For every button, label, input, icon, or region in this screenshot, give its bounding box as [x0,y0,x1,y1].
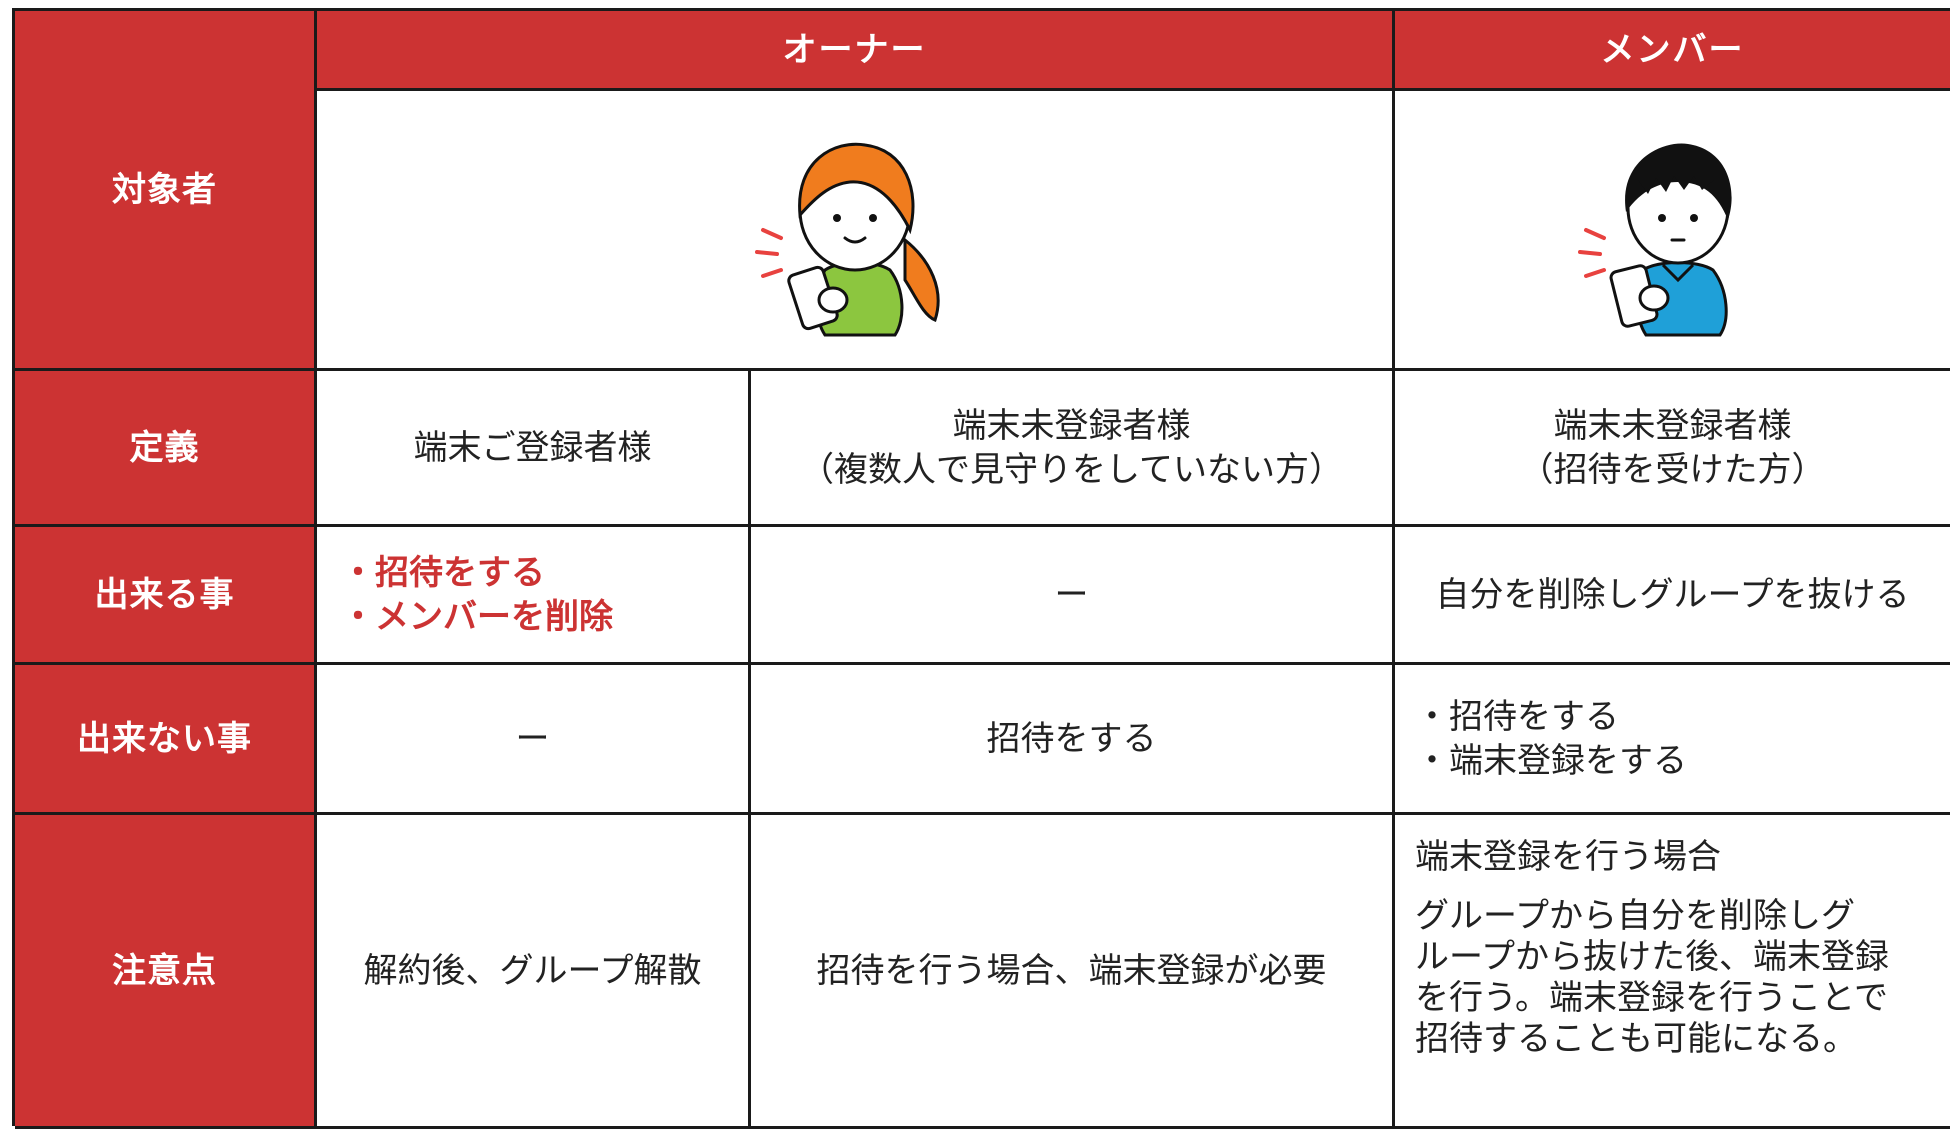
notes-member-line4: 招待することも可能になる。 [1415,1019,1857,1059]
boy-with-smartphone-icon [1577,143,1732,336]
cannot-member: ・招待をする ・端末登録をする [1395,665,1950,815]
definition-owner-unregistered-line1: 端末未登録者様 [952,405,1191,446]
notes-member: 端末登録を行う場合 グループから自分を削除しグ ループから抜けた後、端末登録 を… [1395,815,1950,1129]
column-header-owner: オーナー [317,11,1395,91]
cannot-owner-unregistered: 招待をする [751,665,1395,815]
row-label-target-text: 対象者 [112,169,217,210]
cannot-owner-registered: ー [317,665,751,815]
notes-member-line1: グループから自分を削除しグ [1415,896,1855,936]
row-label-can: 出来る事 [15,527,317,665]
member-illustration-cell [1395,91,1950,371]
row-label-notes-text: 注意点 [112,950,217,991]
can-owner-registered: ・招待をする ・メンバーを削除 [317,527,751,665]
cannot-member-line2: ・端末登録をする [1415,740,1687,781]
definition-owner-unregistered: 端末未登録者様 （複数人で見守りをしていない方） [751,371,1395,527]
girl-with-smartphone-icon [754,142,940,336]
notes-owner-registered-text: 解約後、グループ解散 [363,950,702,991]
can-owner-unregistered-text: ー [1054,574,1089,615]
can-member: 自分を削除しグループを抜ける [1395,527,1950,665]
column-header-owner-text: オーナー [782,29,927,70]
column-header-member-text: メンバー [1600,29,1745,70]
notes-member-line2: ループから抜けた後、端末登録 [1415,937,1889,977]
notes-member-heading: 端末登録を行う場合 [1415,837,1721,877]
row-label-target: 対象者 [15,11,317,371]
row-label-can-text: 出来る事 [94,574,235,615]
definition-member: 端末未登録者様 （招待を受けた方） [1395,371,1950,527]
definition-member-line2: （招待を受けた方） [1519,449,1826,490]
definition-owner-unregistered-line2: （複数人で見守りをしていない方） [800,449,1343,490]
row-label-definition-text: 定義 [129,427,200,468]
definition-member-line1: 端末未登録者様 [1553,405,1792,446]
can-member-text: 自分を削除しグループを抜ける [1435,574,1910,615]
can-owner-unregistered: ー [751,527,1395,665]
row-label-cannot: 出来ない事 [15,665,317,815]
notes-member-line3: を行う。端末登録を行うことで [1415,978,1888,1018]
notes-owner-unregistered-text: 招待を行う場合、端末登録が必要 [816,950,1327,991]
row-label-notes: 注意点 [15,815,317,1129]
notes-owner-unregistered: 招待を行う場合、端末登録が必要 [751,815,1395,1129]
can-owner-registered-line2: ・メンバーを削除 [341,596,613,637]
cannot-owner-unregistered-text: 招待をする [986,718,1157,759]
comparison-table: 対象者 オーナー メンバー [12,8,1950,1129]
definition-owner-registered: 端末ご登録者様 [317,371,751,527]
column-header-member: メンバー [1395,11,1950,91]
row-label-cannot-text: 出来ない事 [77,718,252,759]
notes-owner-registered: 解約後、グループ解散 [317,815,751,1129]
owner-illustration-cell [317,91,1395,371]
definition-owner-registered-text: 端末ご登録者様 [413,427,652,468]
row-label-definition: 定義 [15,371,317,527]
can-owner-registered-line1: ・招待をする [341,552,545,593]
cannot-member-line1: ・招待をする [1415,696,1619,737]
cannot-owner-registered-text: ー [515,718,550,759]
